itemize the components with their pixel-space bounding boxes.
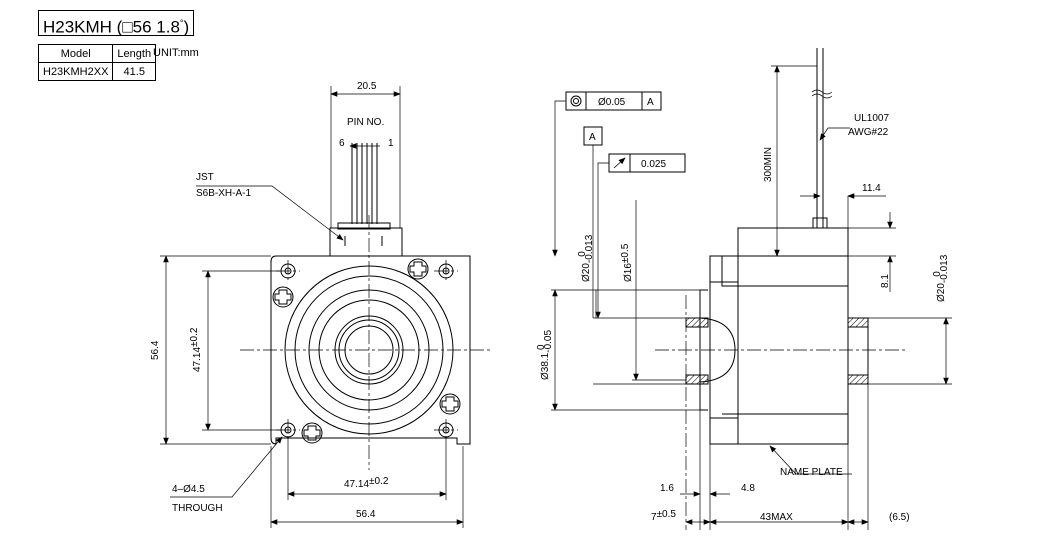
connector-label-model: S6B-XH-A-1 (196, 188, 251, 199)
gdt-datum-letter: A (589, 132, 596, 143)
cross-screws (272, 258, 461, 444)
shaft-dia-2-label: Ø16±0.5 (620, 243, 634, 282)
pin-right-label: 1 (388, 138, 394, 149)
gdt-concentricity-datum: A (647, 97, 654, 108)
dim-hole-pitch-v-label: 47.14±0.2 (189, 327, 203, 372)
hole-label: 4–Ø4.5 (172, 484, 205, 495)
wire-label-2: AWG#22 (848, 127, 889, 138)
lead-height-label: 8.1 (880, 274, 891, 288)
side-view-labels: Ø0.05 A A 0.025 Ø20-0.0130 Ø16±0.5 Ø38.1… (536, 97, 950, 523)
dim-hole-pitch-h-label: 47.14±0.2 (344, 476, 389, 490)
side-dims (551, 65, 952, 530)
cell-model: H23KMH2XX (37, 62, 114, 81)
front-leaders (170, 185, 344, 498)
dim-43-label: 43MAX (760, 512, 793, 523)
rear-boss (847, 317, 869, 385)
connector-label-jst: JST (196, 172, 214, 183)
dim-body-width-label: 56.4 (356, 509, 376, 520)
rear-shaft-dia-label: Ø20-0.0130 (932, 254, 950, 302)
lead-length-label: 300MIN (763, 147, 774, 182)
lead-wire (811, 48, 833, 229)
pin-no-label: PIN NO. (347, 117, 384, 128)
side-view (551, 48, 952, 530)
motor-body (737, 227, 849, 445)
hole-through-label: THROUGH (172, 503, 223, 514)
flange-dia-label: Ø38.1-0.050 (536, 330, 554, 380)
dim-hole-pitch-v (202, 270, 280, 431)
dim-pin-width-label: 20.5 (357, 81, 377, 92)
hatch-rear-bottom (847, 374, 869, 385)
dim-4-8-label: 4.8 (741, 483, 755, 494)
table-row: H23KMH2XX 41.5 (37, 62, 157, 81)
shaft-dia-1-label: Ø20-0.0130 (577, 234, 595, 282)
hatch-rear-top (847, 317, 869, 328)
front-view (160, 86, 490, 528)
dim-hole-pitch-h (287, 438, 447, 500)
dim-body-width (270, 446, 464, 528)
spec-table: Model Length H23KMH2XX 41.5 (37, 44, 157, 81)
connector-pins (351, 143, 378, 224)
dim-pin-width (330, 86, 401, 228)
dim-body-height (160, 255, 271, 445)
dim-1-6-label: 1.6 (660, 483, 674, 494)
unit-label: UNIT:mm (153, 47, 199, 59)
side-centerlines (655, 295, 905, 530)
connector (329, 143, 403, 257)
hatch-front-bottom (685, 374, 709, 385)
dim-body-height-label: 56.4 (150, 340, 161, 360)
lead-offset-label: 11.4 (862, 183, 881, 194)
dim-7-label: 7±0.5 (651, 509, 676, 523)
front-view-labels: 20.5 PIN NO. 6 1 JST S6B-XH-A-1 56.4 47.… (150, 81, 394, 520)
drawing-title: H23KMH (□56 1.8°) (38, 10, 195, 37)
gdt-runout-value: 0.025 (641, 159, 666, 170)
name-plate-label: NAME PLATE (780, 467, 843, 478)
gdt-concentricity-value: Ø0.05 (598, 97, 626, 108)
wire-label-1: UL1007 (854, 113, 889, 124)
cell-length: 41.5 (112, 62, 157, 81)
front-boss (699, 289, 708, 411)
pin-left-label: 6 (339, 138, 345, 149)
hatch-front-top (685, 317, 709, 328)
dim-6-5-label: (6.5) (889, 512, 910, 523)
motor-body-outline (270, 255, 471, 445)
